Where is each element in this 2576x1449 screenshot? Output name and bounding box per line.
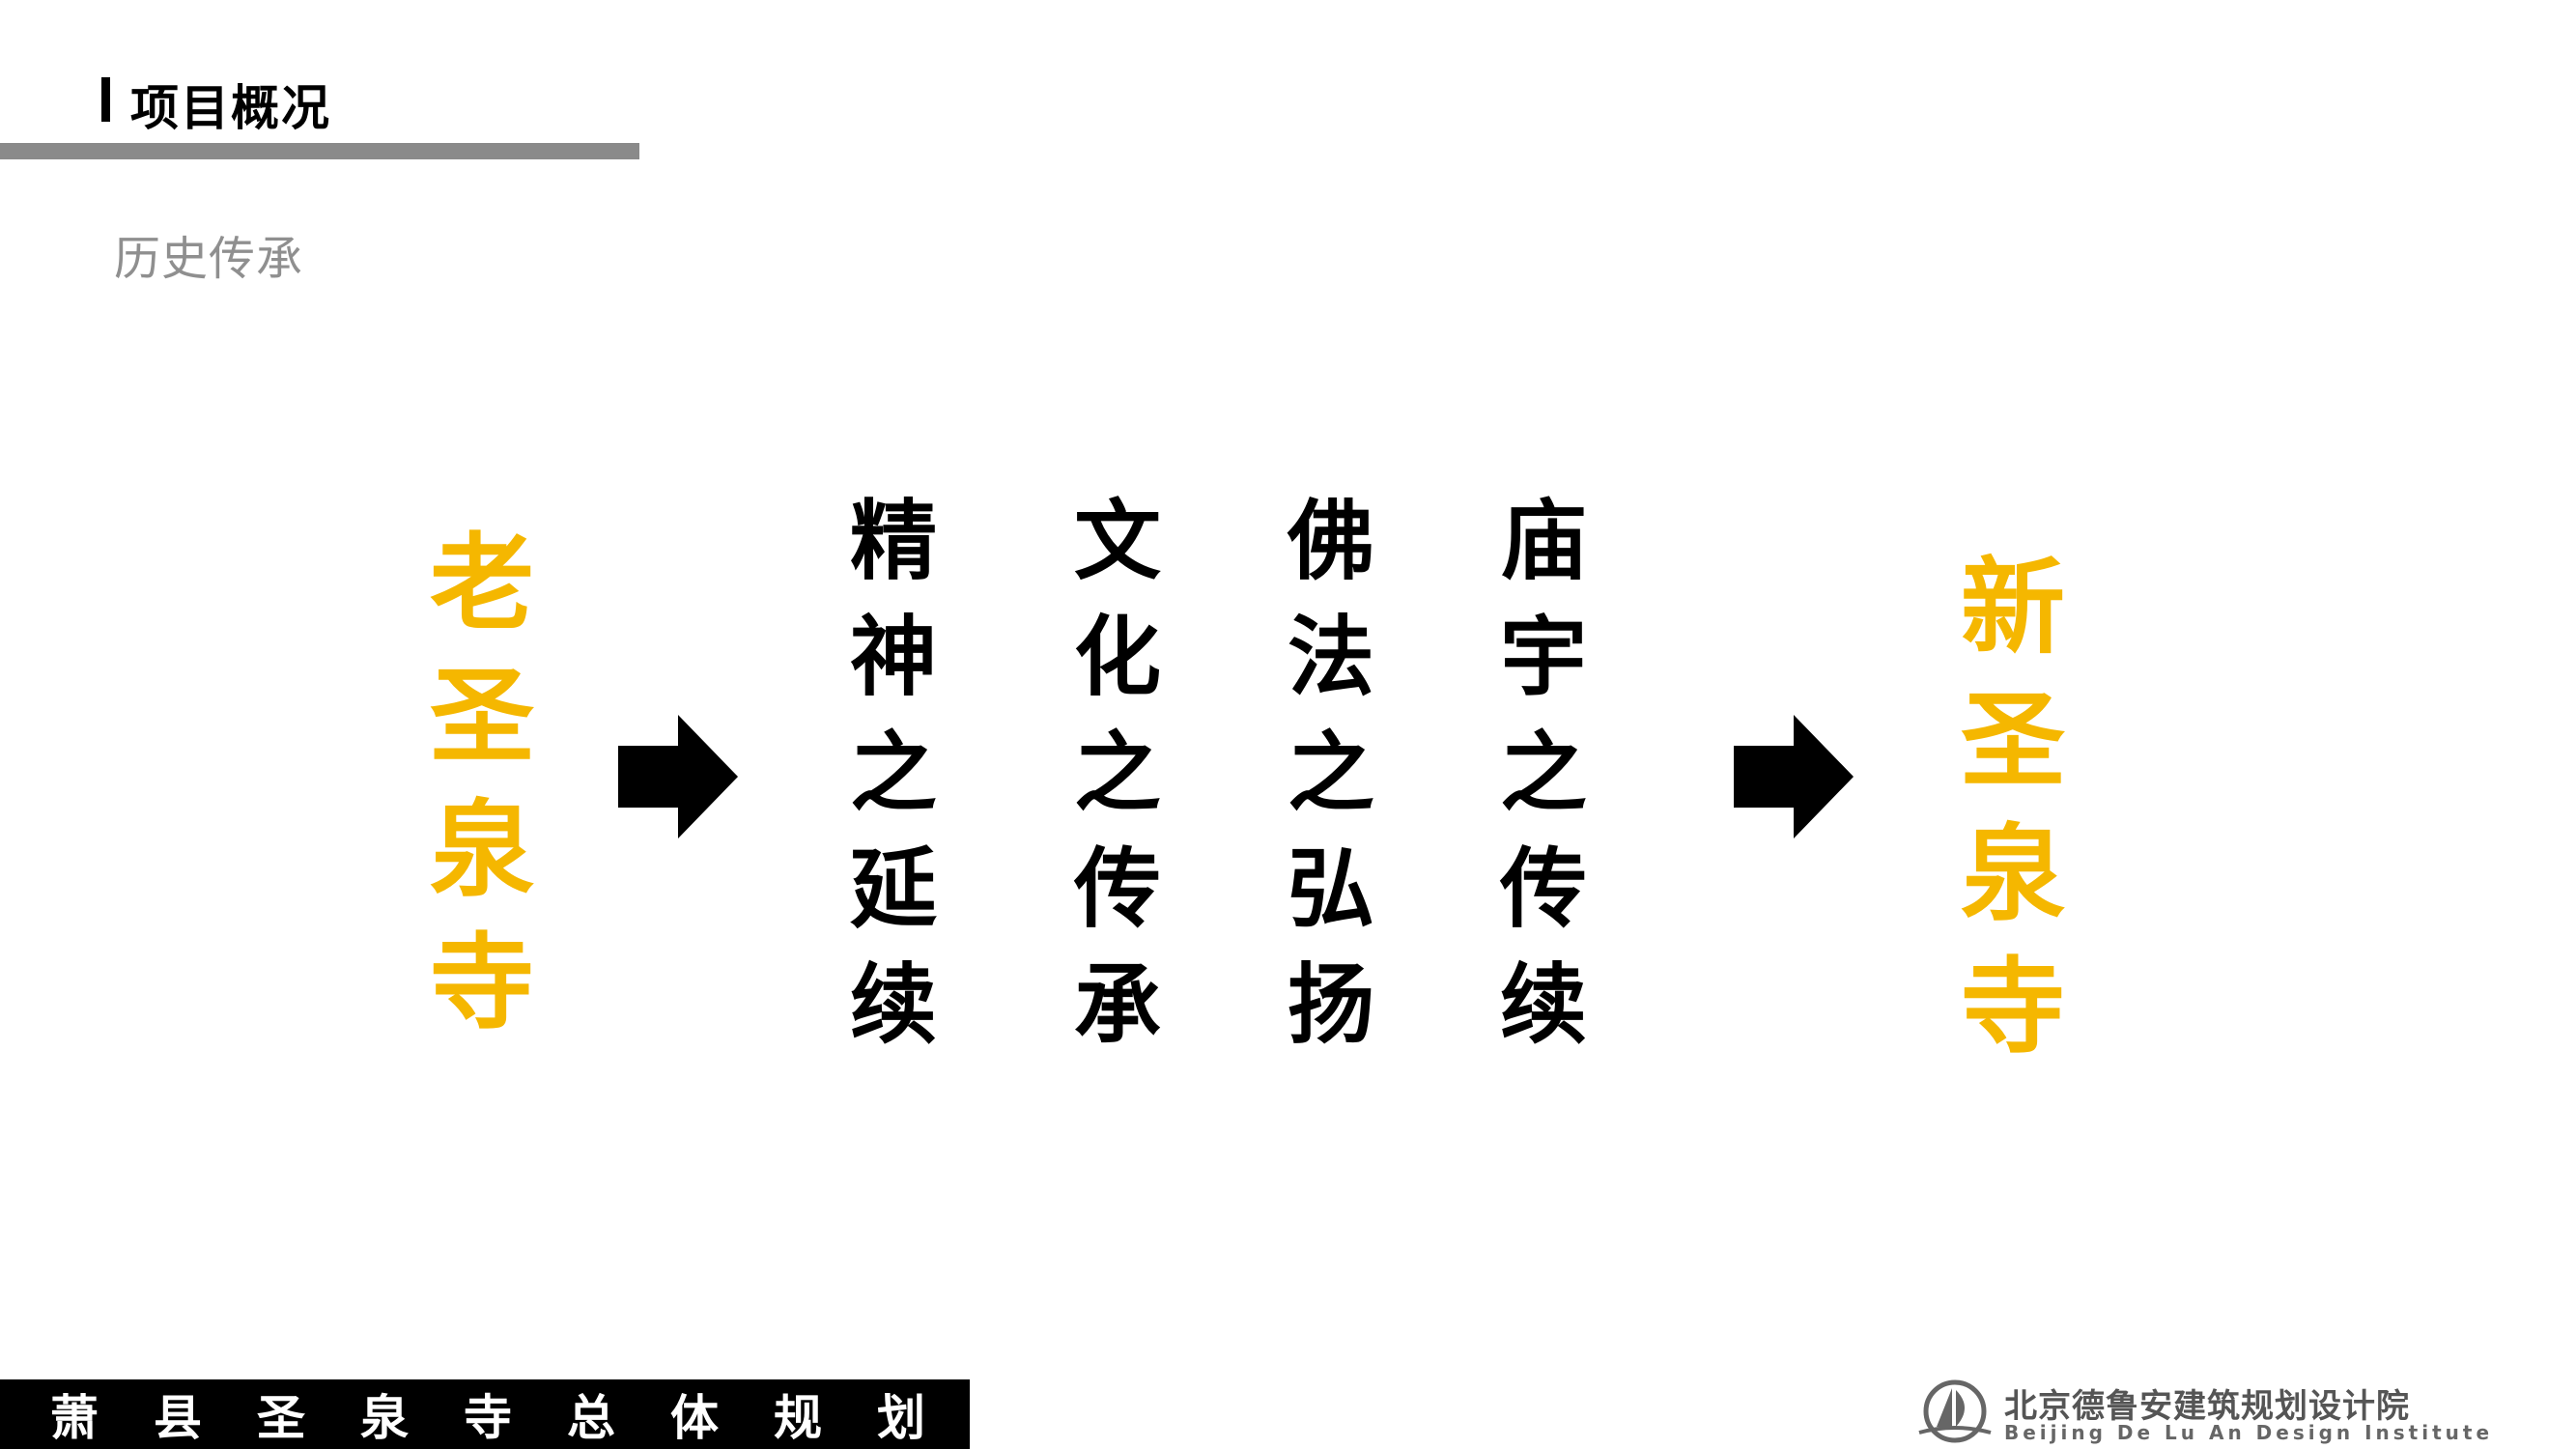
project-name: 萧县圣泉寺总体规划: [50, 1390, 980, 1446]
column-char: 佛: [1288, 490, 1374, 592]
column-char: 续: [1500, 953, 1587, 1056]
column-char: 弘: [1288, 838, 1374, 940]
new-temple-char: 新: [1961, 547, 2066, 668]
column-temple: 庙 宇 之 传 续: [1500, 483, 1587, 1063]
column-char: 扬: [1288, 953, 1374, 1056]
column-char: 传: [1074, 838, 1161, 940]
section-title: 项目概况: [130, 80, 331, 136]
new-temple-char: 圣: [1961, 680, 2066, 802]
right-arrow-icon: [618, 715, 738, 838]
new-temple-char: 泉: [1961, 813, 2066, 935]
old-temple-char: 圣: [430, 656, 535, 778]
column-char: 续: [850, 953, 937, 1056]
column-char: 法: [1288, 606, 1374, 708]
column-spirit: 精 神 之 延 续: [850, 483, 937, 1063]
column-char: 宇: [1500, 606, 1587, 708]
column-char: 之: [850, 722, 937, 824]
right-arrow-icon: [1734, 715, 1854, 838]
organization-name-en: Beijing De Lu An Design Institute: [2004, 1421, 2494, 1444]
column-dharma: 佛 法 之 弘 扬: [1288, 483, 1374, 1063]
new-temple-label: 新 圣 泉 寺: [1961, 541, 2065, 1074]
column-culture: 文 化 之 传 承: [1074, 483, 1161, 1063]
column-char: 之: [1500, 722, 1587, 824]
column-char: 传: [1500, 838, 1587, 940]
old-temple-char: 寺: [430, 923, 535, 1044]
column-char: 之: [1288, 722, 1374, 824]
new-temple-char: 寺: [1961, 947, 2066, 1068]
column-char: 神: [850, 606, 937, 708]
old-temple-label: 老 圣 泉 寺: [430, 517, 534, 1050]
footer-project-band: 萧县圣泉寺总体规划: [0, 1379, 970, 1449]
column-char: 延: [850, 838, 937, 940]
column-char: 文: [1074, 490, 1161, 592]
organization-name-cn: 北京德鲁安建筑规划设计院: [2004, 1387, 2410, 1426]
old-temple-char: 老: [430, 523, 535, 644]
page-subtitle: 历史传承: [114, 232, 304, 286]
sailboat-logo-icon: [1918, 1379, 1992, 1443]
title-accent-bar: [101, 77, 110, 122]
column-char: 化: [1074, 606, 1161, 708]
column-char: 之: [1074, 722, 1161, 824]
column-char: 庙: [1500, 490, 1587, 592]
title-underline-rule: [0, 143, 639, 159]
column-char: 承: [1074, 953, 1161, 1056]
column-char: 精: [850, 490, 937, 592]
old-temple-char: 泉: [430, 789, 535, 911]
